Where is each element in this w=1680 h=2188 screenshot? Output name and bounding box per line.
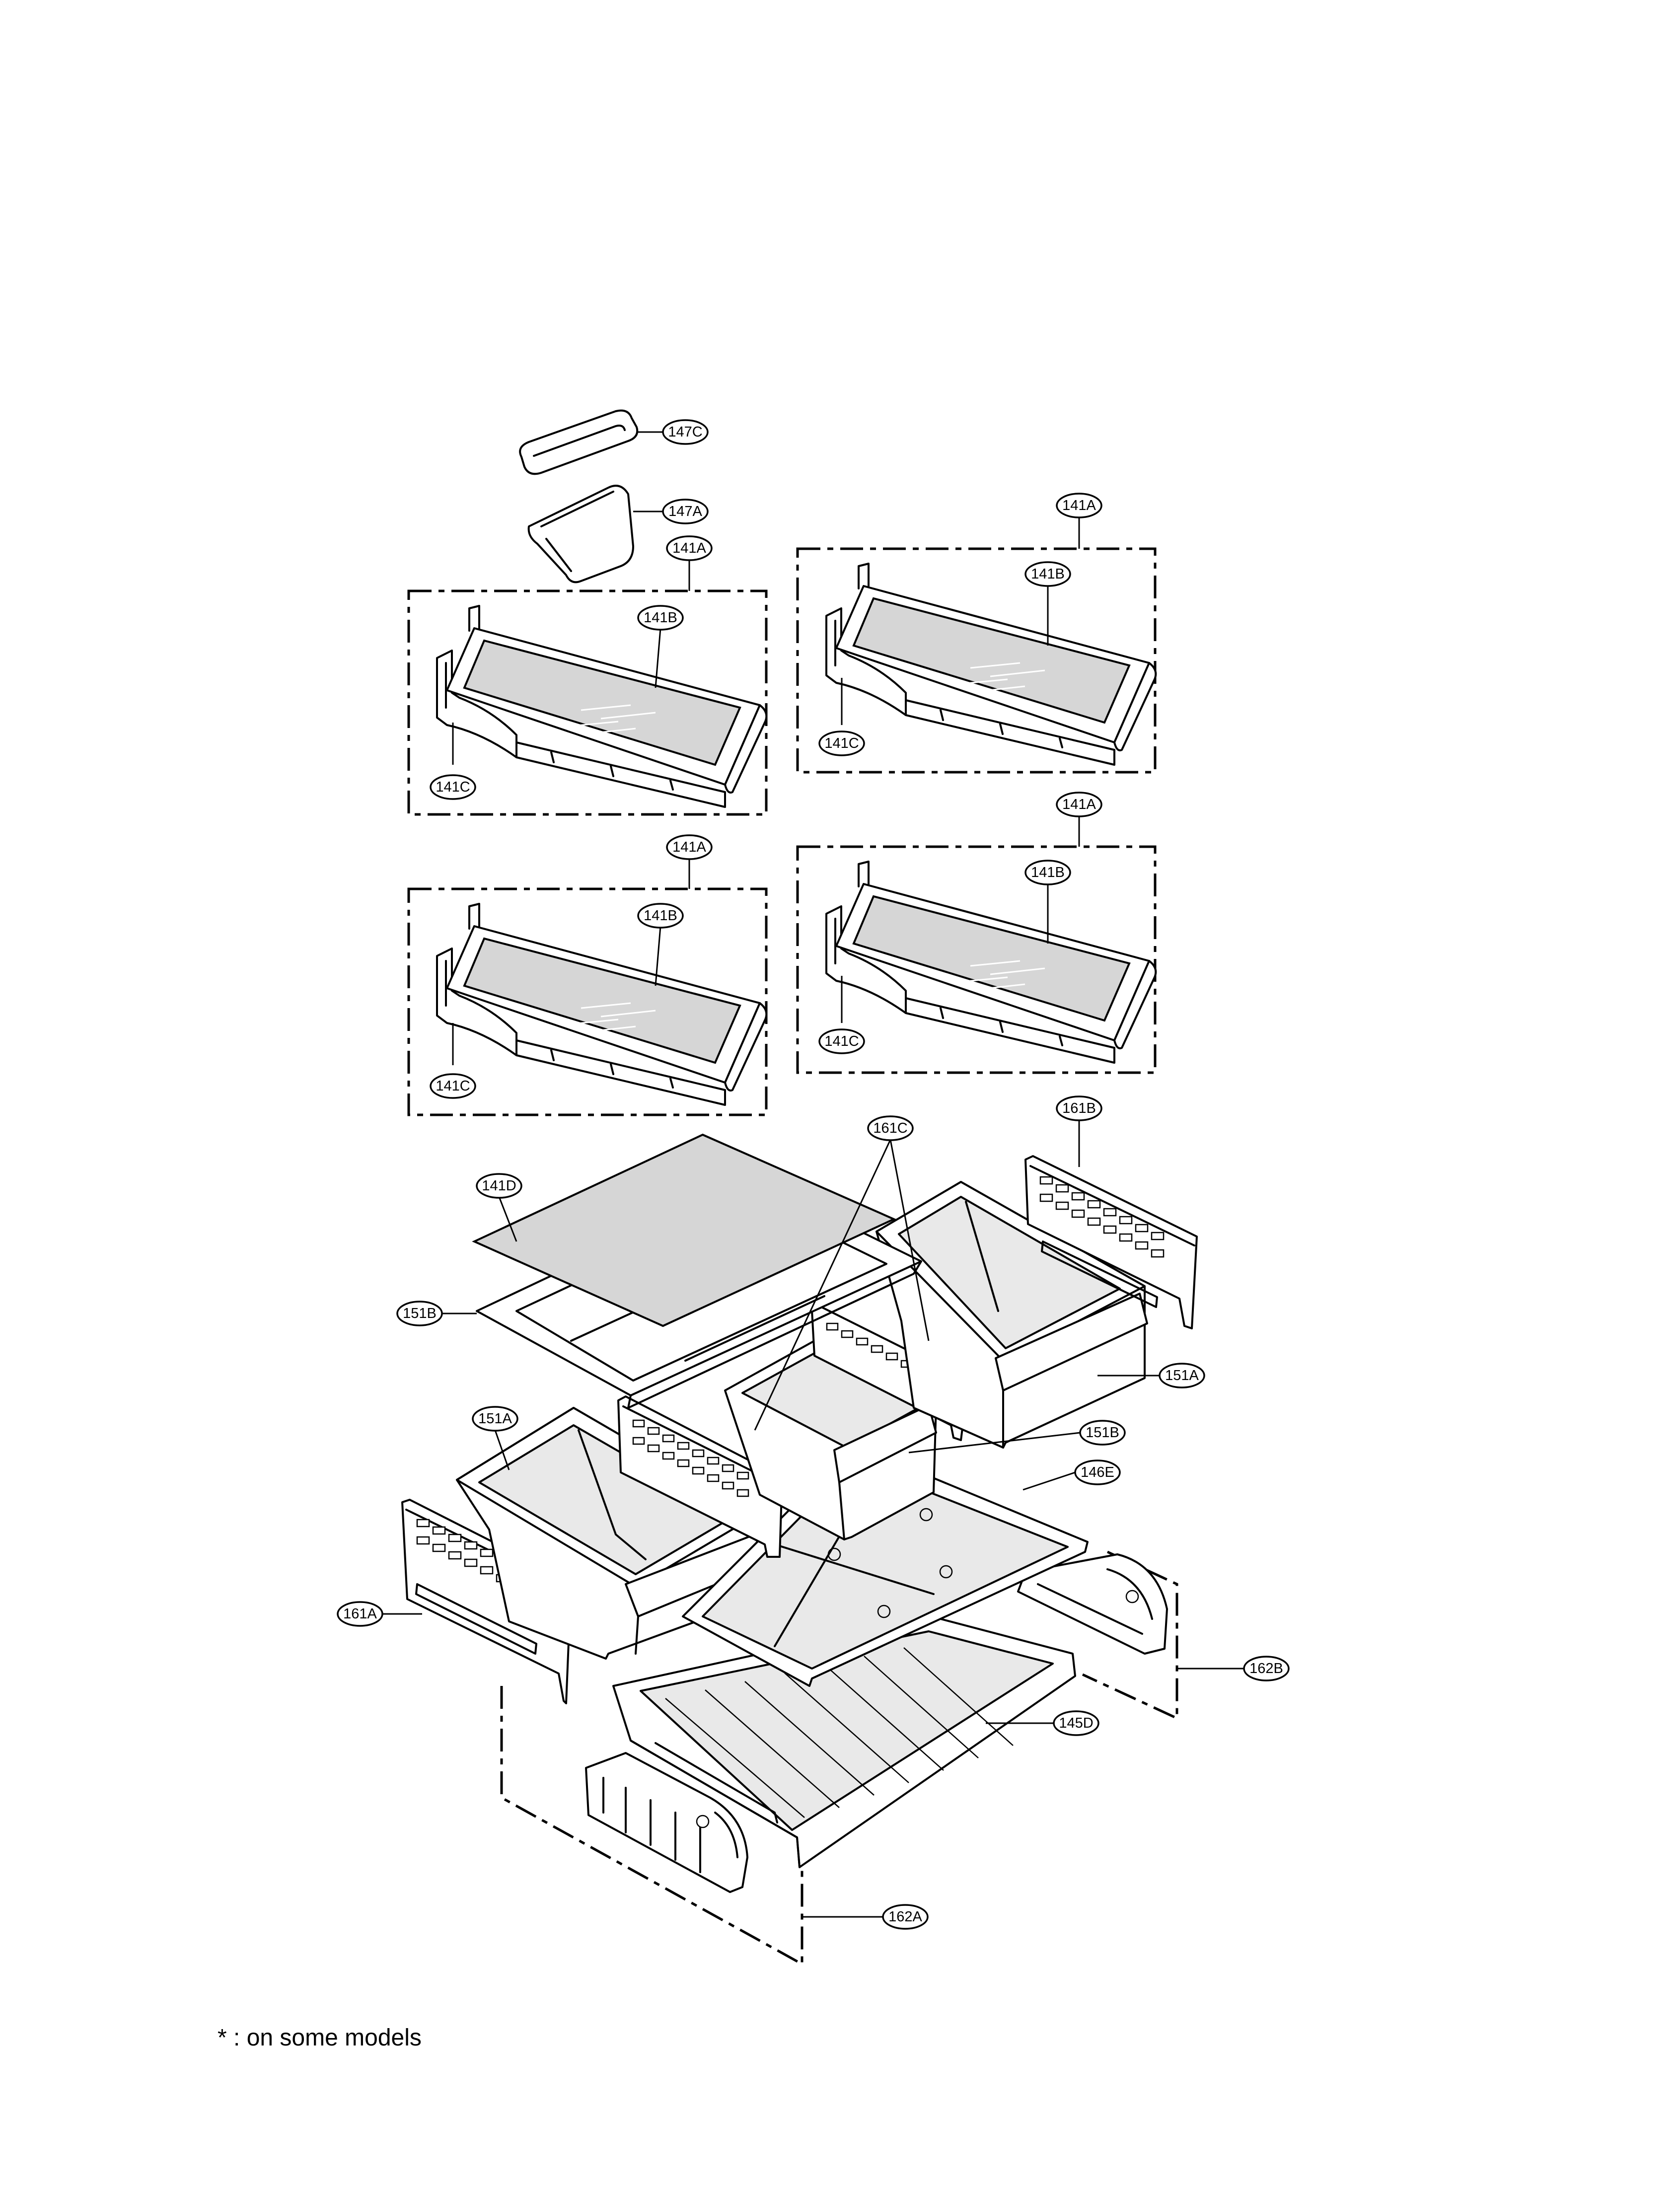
leader-lines — [382, 431, 1244, 1918]
callout-141D: 141D — [476, 1173, 522, 1199]
callout-162A: 162A — [882, 1904, 929, 1930]
callout-147C: 147C — [662, 419, 709, 445]
svg-text:145D: 145D — [1059, 1715, 1093, 1731]
svg-text:161A: 161A — [343, 1606, 377, 1622]
callout-151B-left: 151B — [396, 1301, 443, 1326]
svg-text:141A: 141A — [1062, 498, 1096, 513]
svg-text:141C: 141C — [824, 735, 859, 751]
shelf-assembly-4 — [796, 845, 1157, 1074]
svg-text:141A: 141A — [1062, 797, 1096, 812]
footnote-text: : on some models — [226, 2025, 422, 2051]
shelf-assembly-3 — [407, 887, 768, 1116]
callout-shelf4-141A: 141A — [1056, 792, 1102, 817]
svg-text:147A: 147A — [668, 504, 702, 519]
callout-162B: 162B — [1243, 1656, 1290, 1681]
callout-146E: 146E — [1074, 1459, 1121, 1485]
svg-text:141B: 141B — [1031, 865, 1065, 880]
callout-shelf4-141C: 141C — [818, 1028, 865, 1054]
center-cover-161C — [617, 1395, 783, 1558]
svg-text:151A: 151A — [1165, 1368, 1199, 1384]
side-cover-161B — [1024, 1155, 1198, 1329]
callout-shelf1-141A: 141A — [666, 535, 713, 561]
crisper-drawer-151A-left — [456, 1407, 766, 1660]
svg-text:141C: 141C — [824, 1033, 859, 1049]
callout-shelf2-141B: 141B — [1024, 561, 1071, 587]
svg-text:147C: 147C — [668, 424, 702, 440]
svg-text:141A: 141A — [672, 839, 706, 855]
callout-151B-right: 151B — [1079, 1420, 1126, 1446]
drawer-cover-146E — [682, 1444, 1089, 1687]
drawer-tray-145D — [612, 1615, 1076, 1868]
svg-text:141A: 141A — [672, 540, 706, 556]
callout-161A: 161A — [337, 1601, 383, 1627]
crisper-drawer-151A-right — [876, 1181, 1148, 1449]
callout-151A-right: 151A — [1159, 1363, 1205, 1388]
shelf-assembly-2 — [796, 547, 1157, 774]
bracket-outline-162A — [500, 1686, 803, 1967]
svg-text:151B: 151B — [403, 1306, 437, 1321]
footnote: * : on some models — [218, 2024, 422, 2051]
svg-text:141D: 141D — [482, 1178, 516, 1194]
footnote-asterisk: * — [218, 2025, 227, 2051]
svg-text:162B: 162B — [1249, 1661, 1283, 1677]
callout-145D: 145D — [1053, 1710, 1099, 1736]
svg-text:141B: 141B — [1031, 566, 1065, 582]
callout-151A-left: 151A — [472, 1406, 518, 1432]
callout-shelf3-141A: 141A — [666, 834, 713, 860]
svg-text:161B: 161B — [1062, 1100, 1096, 1116]
egg-tray-147A — [527, 485, 634, 583]
callout-shelf4-141B: 141B — [1024, 860, 1071, 885]
svg-text:161C: 161C — [873, 1120, 907, 1136]
svg-text:141C: 141C — [436, 779, 470, 795]
callout-shelf2-141C: 141C — [818, 730, 865, 756]
callout-shelf3-141B: 141B — [637, 903, 684, 929]
callout-147A: 147A — [662, 499, 709, 524]
shelf-assembly-1 — [407, 589, 768, 816]
svg-text:141B: 141B — [644, 610, 677, 626]
callout-shelf1-141C: 141C — [430, 774, 476, 800]
svg-text:141C: 141C — [436, 1078, 470, 1094]
callout-shelf3-141C: 141C — [430, 1073, 476, 1099]
svg-text:146E: 146E — [1081, 1464, 1114, 1480]
glass-cover-141D — [472, 1133, 896, 1327]
callout-161C: 161C — [867, 1115, 914, 1141]
svg-text:151B: 151B — [1086, 1425, 1119, 1441]
svg-text:162A: 162A — [888, 1909, 922, 1925]
bracket-outline-162B — [1082, 1550, 1178, 1720]
egg-tray-lid-147C — [519, 409, 639, 475]
callout-shelf1-141B: 141B — [637, 605, 684, 631]
callout-shelf2-141A: 141A — [1056, 493, 1102, 518]
svg-text:141B: 141B — [644, 908, 677, 924]
drawer-rail-162A — [585, 1752, 748, 1893]
callout-161B: 161B — [1056, 1095, 1102, 1121]
drawer-rail-162B — [1017, 1553, 1168, 1655]
svg-text:151A: 151A — [478, 1411, 512, 1427]
